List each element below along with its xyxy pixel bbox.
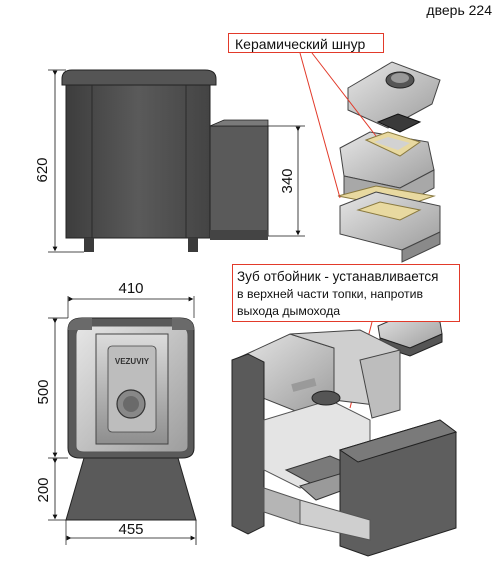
dimension-tunnel-height: 340 — [268, 125, 305, 237]
dim-620-label: 620 — [34, 157, 51, 182]
deflector-callout-title: Зуб отбойник — [237, 269, 321, 284]
deflector-callout-line1: - устанавливается — [320, 269, 439, 284]
side-view — [61, 69, 269, 252]
ceramic-cord-callout: Керамический шнур — [228, 33, 384, 53]
door-label: дверь 224 — [426, 2, 492, 18]
dimension-side-height: 620 — [34, 69, 84, 253]
deflector-callout: Зуб отбойник - устанавливается в верхней… — [232, 264, 460, 322]
dim-340-label: 340 — [279, 168, 296, 193]
deflector-callout-line2: в верхней части топки, напротив — [237, 287, 424, 301]
brand-logo-text: VEZUVIY — [115, 357, 150, 366]
cutaway-view — [231, 329, 458, 557]
deflector-callout-line3: выхода дымохода — [237, 304, 341, 318]
dim-410-label: 410 — [118, 280, 143, 297]
exploded-view — [337, 61, 441, 263]
top-view: VEZUVIY — [65, 317, 197, 521]
dimension-top-width: 410 — [67, 280, 195, 318]
dimension-body-height: 500 — [35, 317, 68, 459]
dim-500-label: 500 — [35, 379, 52, 404]
dimension-base-height: 200 — [35, 458, 66, 521]
ceramic-cord-leaders — [299, 52, 377, 199]
dim-455-label: 455 — [118, 521, 143, 538]
dimension-base-width: 455 — [65, 520, 197, 545]
dim-200-label: 200 — [35, 477, 52, 502]
